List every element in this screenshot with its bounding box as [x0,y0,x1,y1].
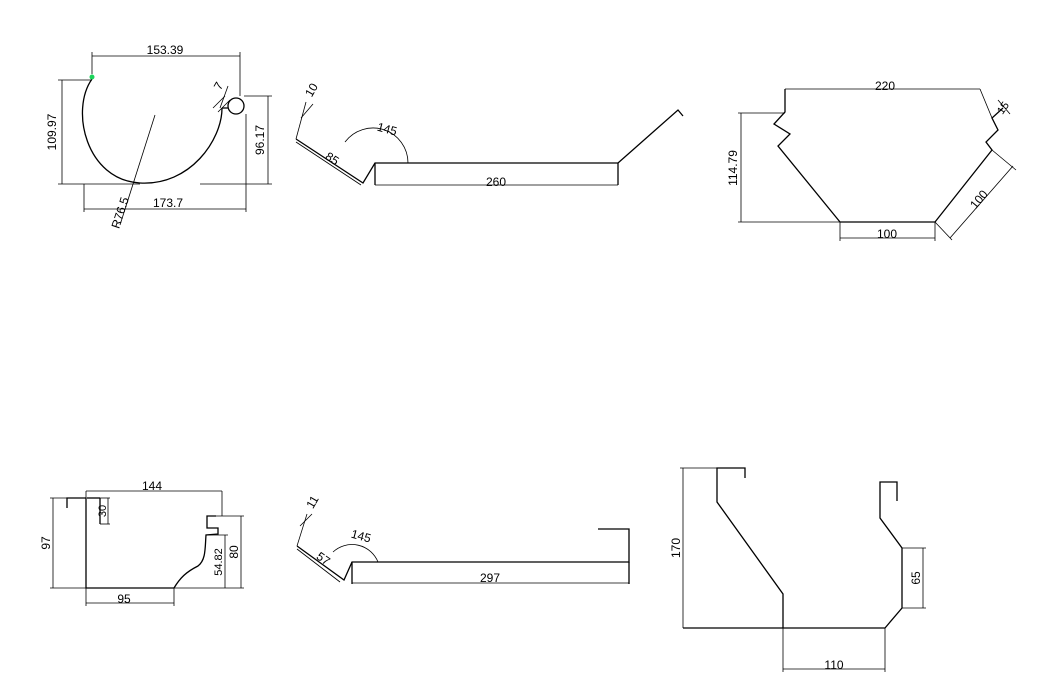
dim-base: 95 [117,592,131,606]
dim-line-slope [949,165,1014,239]
dim-height: 114.79 [726,150,740,186]
dim-height: 170 [669,538,683,558]
dim-line-slope [295,141,362,186]
ogee-gutter-outline [66,497,219,589]
dim-base: 100 [877,227,897,241]
bead-dim-line [212,95,226,109]
dim-left-height: 109.97 [45,113,59,150]
lip-dim-line [997,99,1011,115]
dim-top-width: 220 [875,79,895,93]
dim-bead: 7 [211,79,227,92]
dim-angle: 145 [376,120,399,139]
profile-6: 170 65 110 [669,467,926,672]
dim-bottom-width: 173.7 [153,196,183,210]
profile-3: 220 15 114.79 100 100 [726,79,1017,241]
profile-4: 144 30 97 54.82 80 95 [39,479,244,606]
dim-right-height: 96.17 [253,125,267,155]
dim-lip: 15 [995,100,1012,117]
dim-base: 297 [480,571,500,585]
dim-top-width: 144 [142,479,162,493]
profile-1: 153.39 109.97 R76.5 173.7 7 96.17 [45,43,272,230]
profile-2: 260 10 85 145 [295,80,684,189]
dim-right-height: 80 [227,545,241,559]
angle-arc [344,127,409,164]
profile-5: 297 11 57 145 [296,493,630,585]
dim-lip: 11 [303,493,322,511]
dim-radius: R76.5 [109,195,132,230]
dim-inner-height: 54.82 [213,548,225,576]
start-point-marker [89,74,95,80]
dim-slope: 100 [967,187,991,212]
lip-dim-ext [295,101,307,140]
angle-arc [332,544,379,563]
bead-circle [227,97,245,115]
ext-line [979,88,993,119]
flashing-outline [295,109,684,184]
lip-dim-line [300,103,314,119]
trapezoid-gutter-outline [772,89,1004,223]
dim-right-height: 65 [909,571,923,585]
box-gutter-left-wall [716,467,784,628]
half-round-gutter-outline [81,78,223,184]
ext-line [934,221,953,241]
dim-base: 260 [486,175,506,189]
dim-lip: 10 [302,80,321,99]
bead-dim-leader [219,85,229,109]
dim-slope: 57 [314,549,333,568]
box-gutter-bottom-right [683,481,903,629]
radius-leader [119,114,156,226]
flashing-outline [296,528,630,581]
dim-line-slope [296,548,341,583]
lip-dim-ext [296,513,308,547]
lip-dim-line [299,513,313,527]
dim-base: 110 [824,658,843,672]
bead-dim-line [217,99,231,113]
dim-left-height: 97 [39,536,53,550]
dim-top-width: 153.39 [147,43,184,57]
dim-slope: 85 [323,149,342,168]
dim-notch: 30 [97,505,109,517]
dim-angle: 145 [350,527,373,546]
